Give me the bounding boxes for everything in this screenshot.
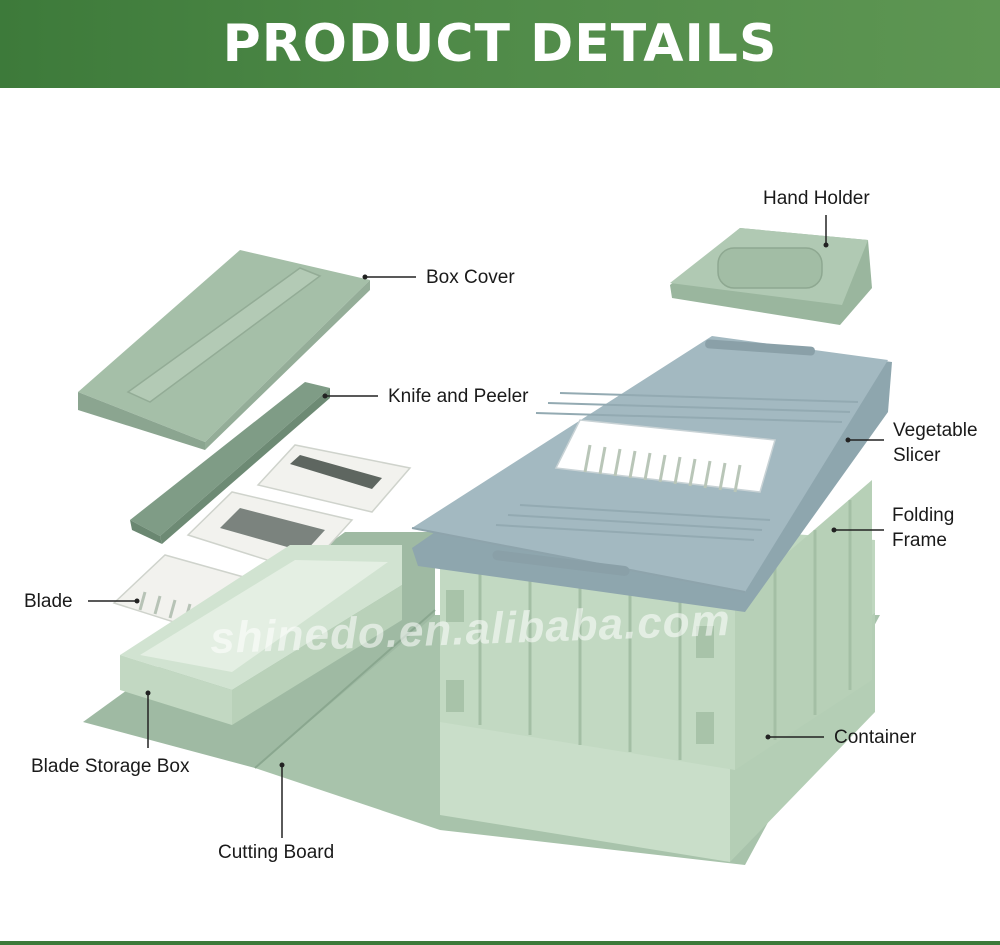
label-hand-holder: Hand Holder <box>763 188 870 209</box>
label-vegetable-slicer-line2: Slicer <box>893 445 941 466</box>
label-folding-frame-line2: Frame <box>892 530 947 551</box>
blade-storage-box <box>120 545 402 725</box>
label-folding-frame-line1: Folding <box>892 505 955 526</box>
hand-holder <box>670 228 872 325</box>
product-illustration <box>78 215 892 865</box>
label-vegetable-slicer-line1: Vegetable <box>893 420 978 441</box>
box-cover <box>78 250 370 450</box>
label-blade: Blade <box>24 591 73 612</box>
folding-frame <box>440 480 872 770</box>
bottom-rule <box>0 941 1000 945</box>
page-title: PRODUCT DETAILS <box>222 14 778 74</box>
leader-lines <box>88 215 884 838</box>
label-box-cover: Box Cover <box>426 267 515 288</box>
header-banner: PRODUCT DETAILS <box>0 0 1000 88</box>
label-knife-and-peeler: Knife and Peeler <box>388 386 529 407</box>
knife-and-peeler <box>130 382 330 544</box>
blade-grater-top <box>256 444 412 513</box>
vegetable-slicer <box>411 336 892 612</box>
label-cutting-board: Cutting Board <box>218 842 335 863</box>
label-blade-storage-box: Blade Storage Box <box>31 756 190 777</box>
label-container: Container <box>834 727 917 748</box>
leader-dots <box>134 242 851 768</box>
